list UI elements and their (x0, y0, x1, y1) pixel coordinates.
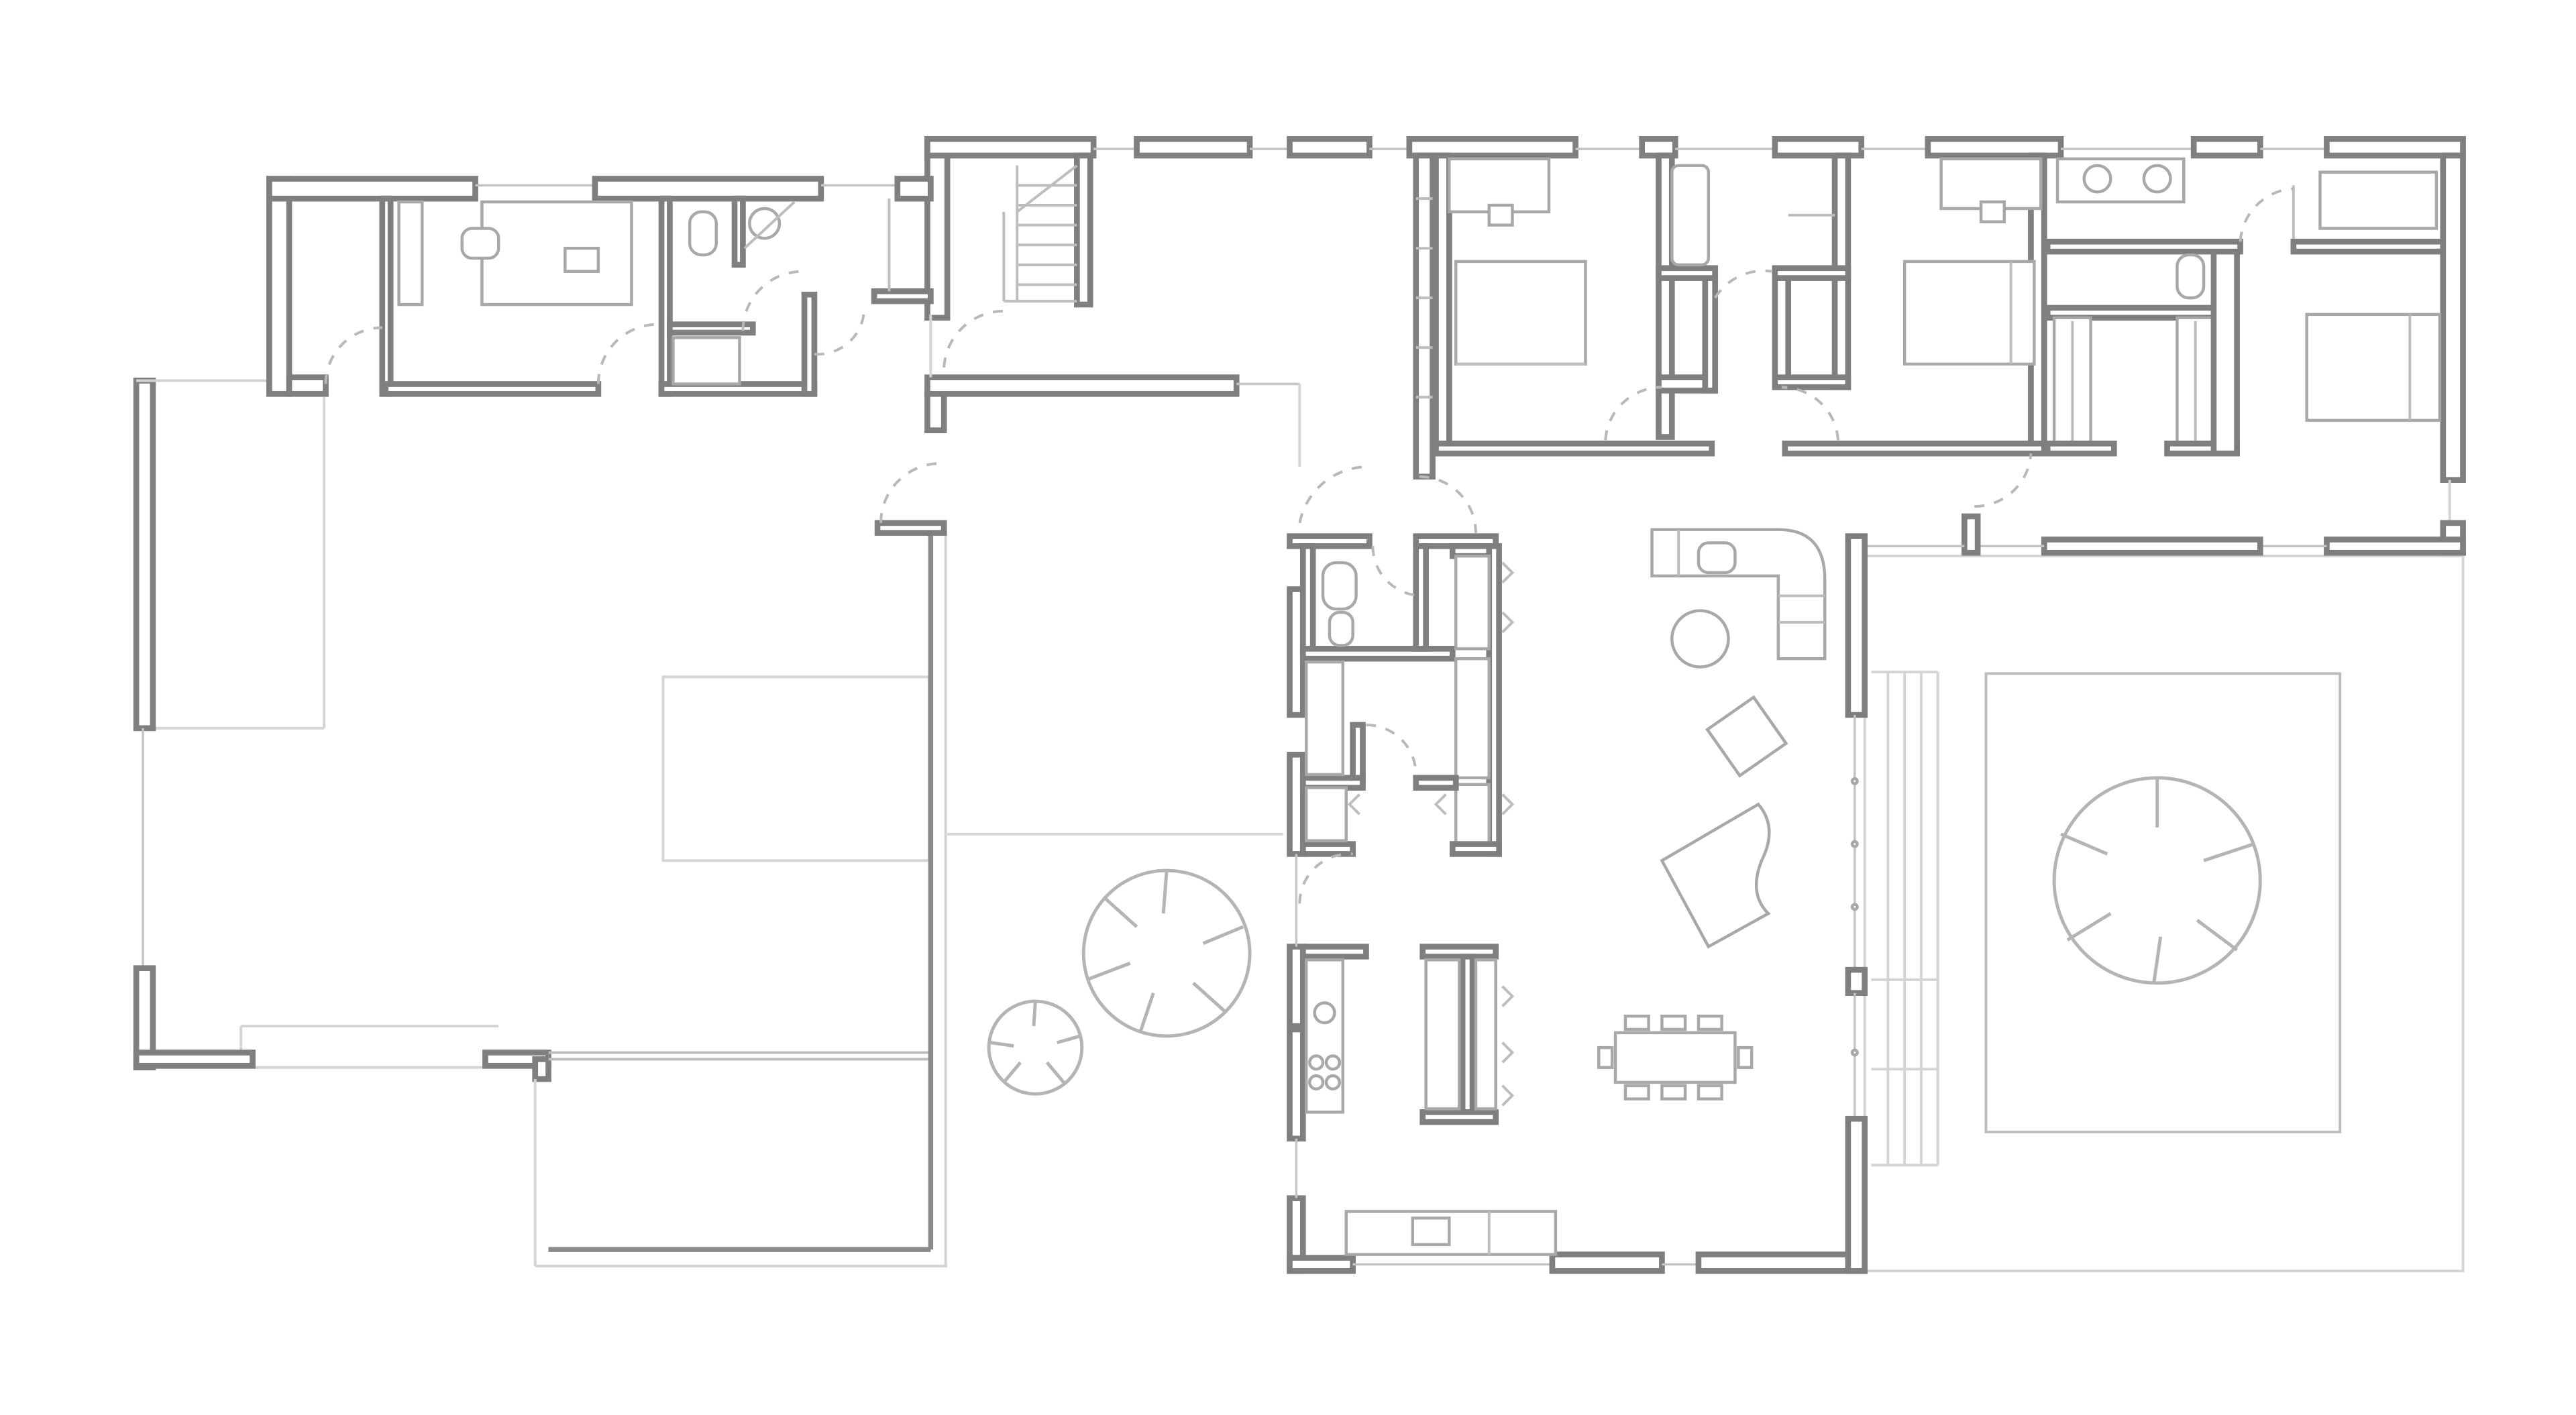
trees (987, 776, 2262, 1096)
service-core (1287, 465, 1502, 904)
left-wing-walls (133, 378, 948, 1267)
tree-courtyard (2052, 776, 2262, 985)
office-block (266, 176, 898, 397)
living-area (1287, 528, 1939, 1274)
tree-small (987, 999, 1084, 1096)
stair-core (871, 135, 1301, 536)
tree-large-center (1081, 868, 1252, 1038)
bedroom-wing (1413, 152, 2466, 556)
north-facade (1093, 135, 2466, 159)
